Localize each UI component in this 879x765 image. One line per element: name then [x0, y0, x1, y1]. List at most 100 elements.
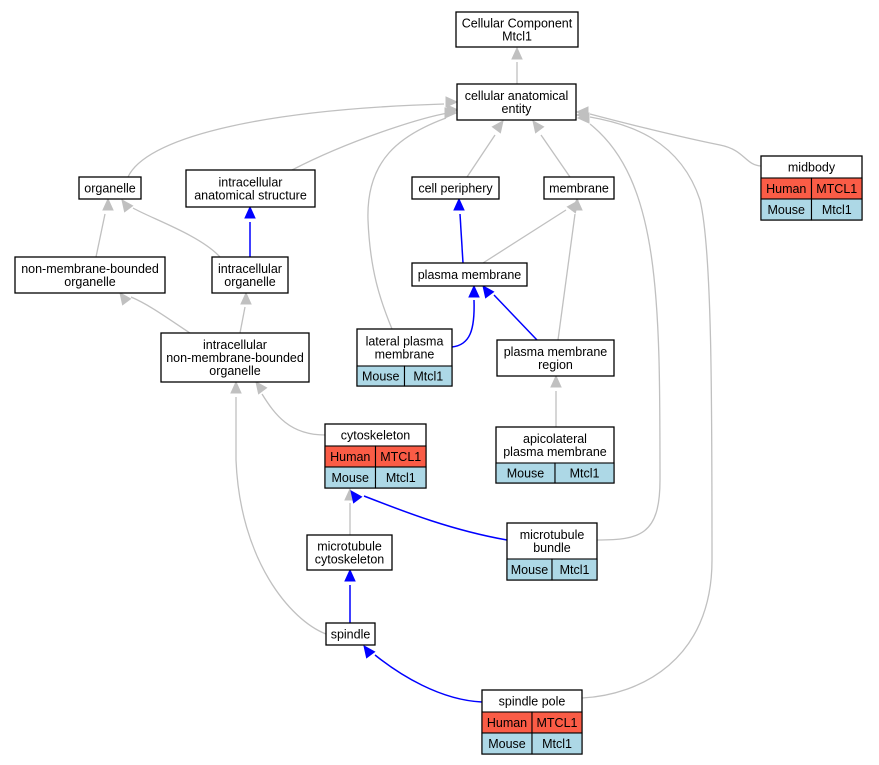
arrowhead-icon	[121, 199, 134, 213]
node-cell-periphery[interactable]: cell periphery	[411, 176, 500, 200]
node-box	[160, 332, 310, 383]
edge-lateral-plasma-membrane-to-cellular-anatomical-entity	[367, 107, 458, 330]
arrowhead-icon	[575, 109, 589, 121]
edge-spindle-to-intracellular-non-membrane-bounded-organelle	[230, 380, 327, 635]
node-box	[411, 262, 528, 287]
edge-line	[589, 123, 661, 541]
edge-line	[459, 213, 464, 264]
node-label: midbody	[788, 161, 836, 175]
node-box	[496, 339, 615, 377]
node-label: non-membrane-bounded	[21, 262, 159, 276]
species-label: Human	[766, 182, 806, 196]
arrowhead-icon	[230, 380, 242, 394]
node-label: bundle	[533, 541, 571, 555]
arrowhead-icon	[571, 197, 583, 211]
arrowhead-icon	[453, 197, 465, 211]
edge-line	[466, 134, 496, 178]
node-label: cellular anatomical	[465, 89, 569, 103]
node-label: microtubule	[317, 540, 382, 554]
gene-label: Mtcl1	[560, 563, 590, 577]
node-label: microtubule	[520, 528, 585, 542]
edge-intracellular-non-membrane-bounded-organelle-to-intracellular-organelle	[239, 291, 252, 334]
gene-label: Mtcl1	[413, 370, 443, 384]
edge-line	[557, 213, 576, 341]
species-label: Mouse	[488, 737, 526, 751]
gene-label: MTCL1	[537, 716, 578, 730]
species-label: Human	[330, 450, 370, 464]
edge-membrane-to-cellular-anatomical-entity	[532, 120, 571, 178]
node-label: Mtcl1	[502, 30, 532, 44]
arrowhead-icon	[482, 285, 495, 299]
arrowhead-icon	[350, 490, 363, 504]
edge-midbody-to-cellular-anatomical-entity	[575, 106, 762, 167]
node-label: intracellular	[219, 176, 283, 190]
node-box	[543, 176, 615, 200]
edge-plasma-membrane-to-membrane	[482, 200, 579, 264]
edge-spindle-pole-to-cellular-anatomical-entity	[575, 109, 713, 699]
node-label: membrane	[375, 348, 435, 362]
node-plasma-membrane[interactable]: plasma membrane	[411, 262, 528, 287]
edge-line	[235, 397, 327, 635]
node-label: plasma membrane	[418, 268, 522, 282]
edge-lateral-plasma-membrane-to-plasma-membrane	[451, 284, 480, 348]
node-label: spindle	[331, 628, 371, 642]
edge-plasma-membrane-region-to-plasma-membrane	[482, 285, 538, 341]
edge-organelle-to-cellular-anatomical-entity	[127, 96, 459, 178]
arrowhead-icon	[445, 96, 459, 108]
node-box	[411, 176, 500, 200]
gene-label: Mtcl1	[386, 471, 416, 485]
edge-line	[130, 296, 191, 334]
node-box	[455, 11, 579, 48]
node-organelle[interactable]: organelle	[78, 176, 142, 200]
node-label: spindle pole	[499, 695, 566, 709]
edge-apicolateral-plasma-membrane-to-plasma-membrane-region	[550, 374, 562, 427]
node-box	[185, 169, 316, 208]
node-label: cell periphery	[418, 182, 493, 196]
species-label: Mouse	[767, 203, 805, 217]
gene-label: Mtcl1	[542, 737, 572, 751]
node-membrane[interactable]: membrane	[543, 176, 615, 200]
edge-intracellular-organelle-to-intracellular-anatomical-structure	[244, 205, 256, 257]
edge-spindle-pole-to-spindle	[363, 645, 483, 703]
edge-line	[540, 134, 571, 178]
node-label: anatomical structure	[194, 189, 307, 203]
node-label: plasma membrane	[503, 445, 607, 459]
node-label: intracellular	[203, 338, 267, 352]
node-label: cytoskeleton	[341, 429, 411, 443]
node-label: non-membrane-bounded	[166, 351, 304, 365]
edge-non-membrane-bounded-organelle-to-organelle	[95, 197, 114, 258]
gene-label: MTCL1	[816, 182, 857, 196]
arrowhead-icon	[102, 197, 114, 211]
edge-cellular-anatomical-entity-to-root	[511, 46, 523, 84]
edge-line	[367, 117, 447, 330]
gene-cell	[403, 365, 453, 387]
node-label: membrane	[549, 182, 609, 196]
node-label: plasma membrane	[504, 345, 608, 359]
edge-plasma-membrane-region-to-membrane	[557, 197, 583, 341]
node-label: Cellular Component	[462, 17, 573, 31]
node-box	[211, 256, 289, 294]
node-label: entity	[502, 102, 533, 116]
species-label: Human	[487, 716, 527, 730]
node-intracellular-non-membrane-bounded-organelle[interactable]: intracellularnon-membrane-boundedorganel…	[160, 332, 310, 383]
edge-plasma-membrane-to-cell-periphery	[453, 197, 465, 264]
arrowhead-icon	[363, 645, 376, 659]
arrowhead-icon	[255, 381, 268, 395]
species-label: Mouse	[511, 563, 549, 577]
node-spindle[interactable]: spindle	[325, 622, 376, 646]
node-label: region	[538, 358, 573, 372]
